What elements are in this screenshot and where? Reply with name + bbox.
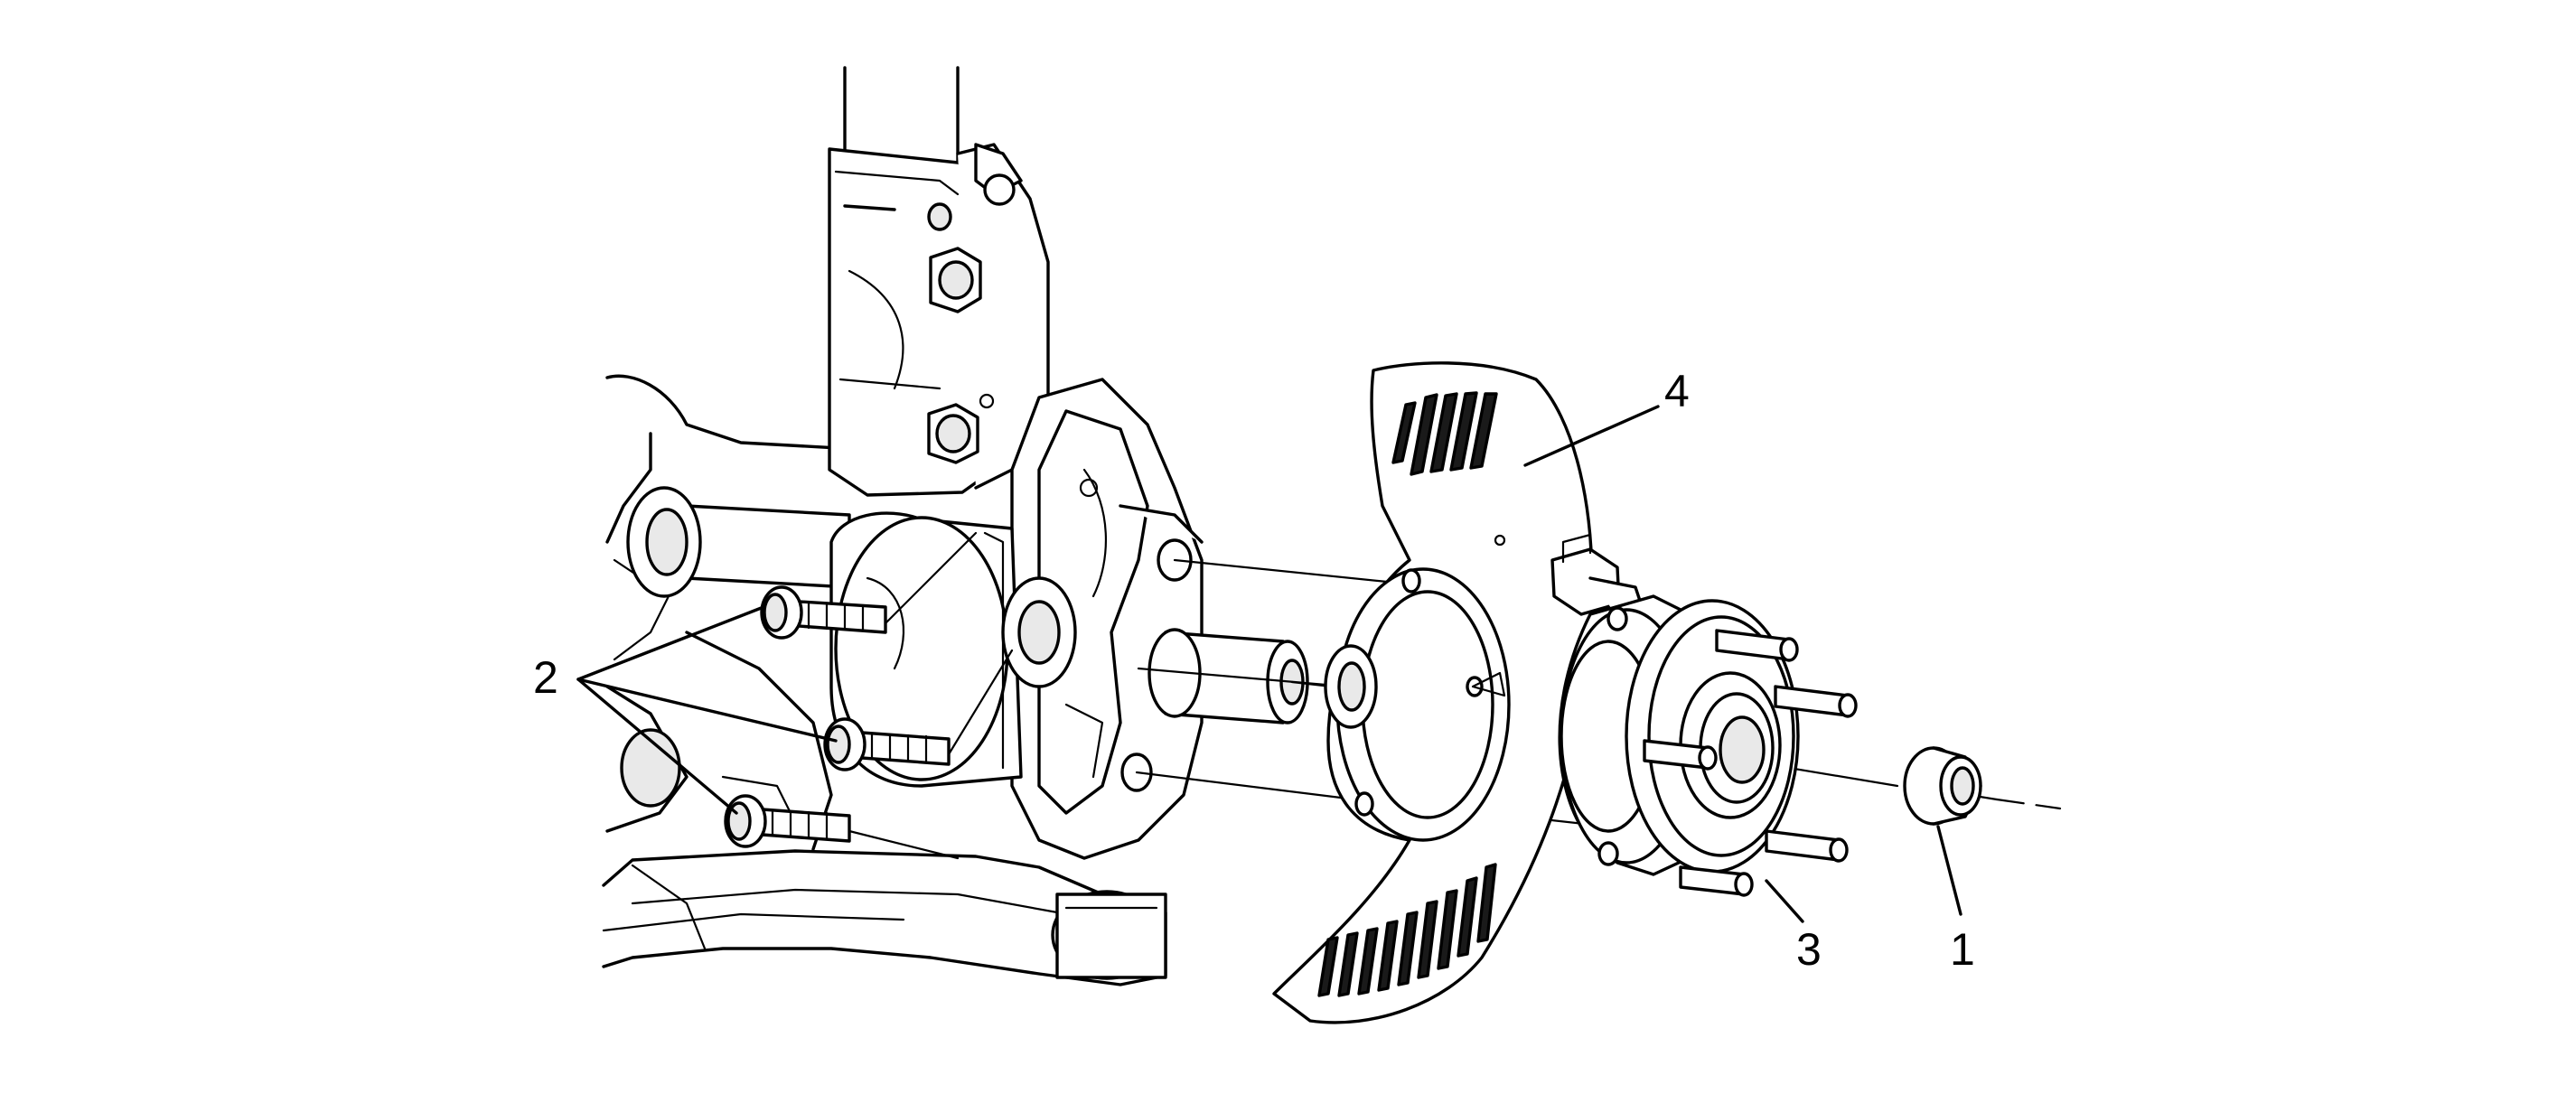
callout-label-4: 4 [1664, 366, 1690, 416]
steering-knuckle [1010, 378, 1204, 860]
hub-bolts [724, 531, 1014, 860]
callout-label-1: 1 [1950, 924, 1975, 975]
callout-label-3: 3 [1796, 924, 1822, 975]
strut-assembly [828, 66, 1050, 497]
hub-bolt [760, 585, 887, 640]
wheel-stud [1715, 629, 1799, 662]
wheel-hub-bearing [1550, 533, 1858, 897]
bearing-housing [829, 511, 1077, 788]
wheel-stud [1774, 685, 1858, 718]
wheel-stud [1679, 865, 1754, 897]
wheel-stud [1643, 739, 1718, 771]
axle-shaft [626, 486, 851, 598]
splash-shield [1272, 361, 1594, 1024]
hub-bolt [823, 717, 951, 771]
callout-label-2: 2 [533, 652, 558, 703]
axle-nut [1903, 746, 1982, 826]
lower-control-arm [602, 849, 1167, 986]
hub-bolt [724, 794, 851, 848]
callout-leaders [576, 405, 1962, 923]
wheel-stud [1765, 829, 1849, 863]
